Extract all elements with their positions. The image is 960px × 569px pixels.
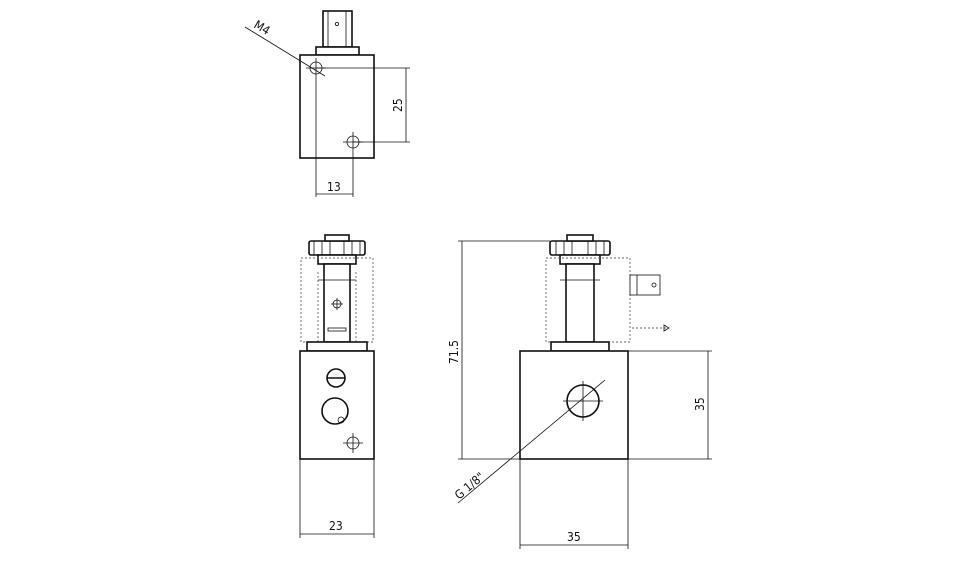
front-connector	[629, 274, 661, 296]
dim-23: 23	[329, 519, 343, 533]
dim-g-1-8: G 1/8"	[452, 470, 487, 503]
dim-35-horizontal: 35	[567, 530, 581, 544]
dim-71-5: 71.5	[447, 340, 461, 364]
front-block	[519, 350, 629, 460]
side-view: 23	[299, 234, 375, 538]
top-body	[299, 54, 375, 159]
side-port	[321, 397, 349, 425]
front-stem	[565, 263, 595, 343]
dim-13: 13	[327, 180, 341, 194]
dim-m4: M4	[251, 18, 272, 38]
dim-35-vertical: 35	[693, 397, 707, 411]
top-view: M4 25 13	[244, 10, 410, 197]
front-knob	[549, 240, 611, 256]
top-connector	[322, 10, 353, 48]
side-knob	[308, 240, 366, 256]
front-view: 71.5 35 35 G 1/8"	[447, 234, 712, 549]
dim-25: 25	[391, 98, 405, 112]
